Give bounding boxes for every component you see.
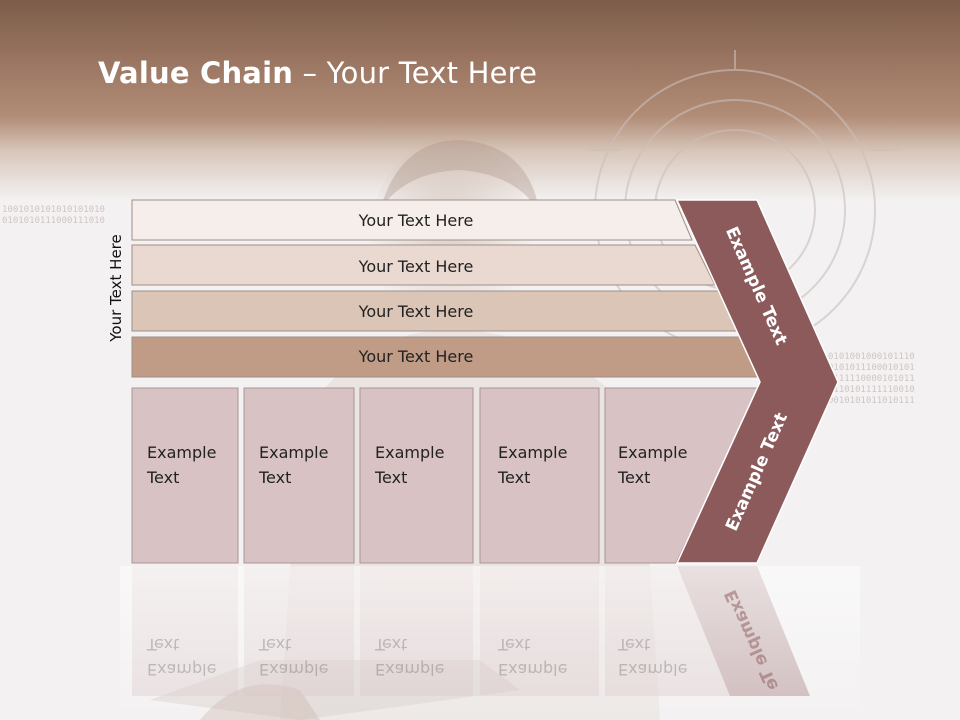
column-reflection-1-line2: Text xyxy=(147,635,180,654)
slide-title: Value Chain – Your Text Here xyxy=(98,56,537,90)
column-label-3: Example Text xyxy=(375,440,444,490)
column-reflection-1-line1: Example xyxy=(147,660,217,679)
title-rest: – Your Text Here xyxy=(293,56,538,90)
binary-code-left: 1001010101010101010 0101010111000111010 xyxy=(2,205,105,226)
bar-label-3: Your Text Here xyxy=(358,301,474,321)
column-label-1-line2: Text xyxy=(147,468,180,487)
column-reflection-3: Example Text xyxy=(375,632,444,682)
column-reflection-3-line2: Text xyxy=(375,635,408,654)
bar-label-2: Your Text Here xyxy=(358,256,474,276)
column-label-1-line1: Example xyxy=(147,443,217,462)
column-reflection-4-line2: Text xyxy=(498,635,531,654)
title-bold: Value Chain xyxy=(98,56,294,90)
column-reflection-3-line1: Example xyxy=(375,660,445,679)
column-1 xyxy=(131,387,239,564)
column-reflection-2-line1: Example xyxy=(259,660,329,679)
column-label-3-line2: Text xyxy=(375,468,408,487)
chevron-arrow xyxy=(675,199,839,564)
column-4 xyxy=(479,387,600,564)
column-5 xyxy=(604,387,761,564)
column-label-1: Example Text xyxy=(147,440,216,490)
column-reflection-5: Example Text xyxy=(618,632,687,682)
column-label-5: Example Text xyxy=(618,440,687,490)
column-reflection-2-line2: Text xyxy=(259,635,292,654)
column-label-3-line1: Example xyxy=(375,443,445,462)
column-reflection-5-line1: Example xyxy=(618,660,688,679)
column-reflection-4-line1: Example xyxy=(498,660,568,679)
column-reflection-2: Example Text xyxy=(259,632,328,682)
column-label-5-line1: Example xyxy=(618,443,688,462)
bar-1 xyxy=(131,199,693,241)
column-label-2-line2: Text xyxy=(259,468,292,487)
column-reflection-1: Example Text xyxy=(147,632,216,682)
column-label-5-line2: Text xyxy=(618,468,651,487)
column-label-4-line2: Text xyxy=(498,468,531,487)
hair-shape xyxy=(380,140,540,215)
column-3 xyxy=(359,387,474,564)
bar-label-4: Your Text Here xyxy=(358,346,474,366)
column-reflection-5-line2: Text xyxy=(618,635,651,654)
bar-label-1: Your Text Here xyxy=(358,210,474,230)
column-label-2: Example Text xyxy=(259,440,328,490)
column-label-2-line1: Example xyxy=(259,443,329,462)
binary-code-right: 0101001000101110 0101011100010101 011111… xyxy=(828,352,915,406)
column-label-4: Example Text xyxy=(498,440,567,490)
column-reflection-4: Example Text xyxy=(498,632,567,682)
column-label-4-line1: Example xyxy=(498,443,568,462)
column-2 xyxy=(243,387,355,564)
reflection-fade xyxy=(120,566,860,720)
